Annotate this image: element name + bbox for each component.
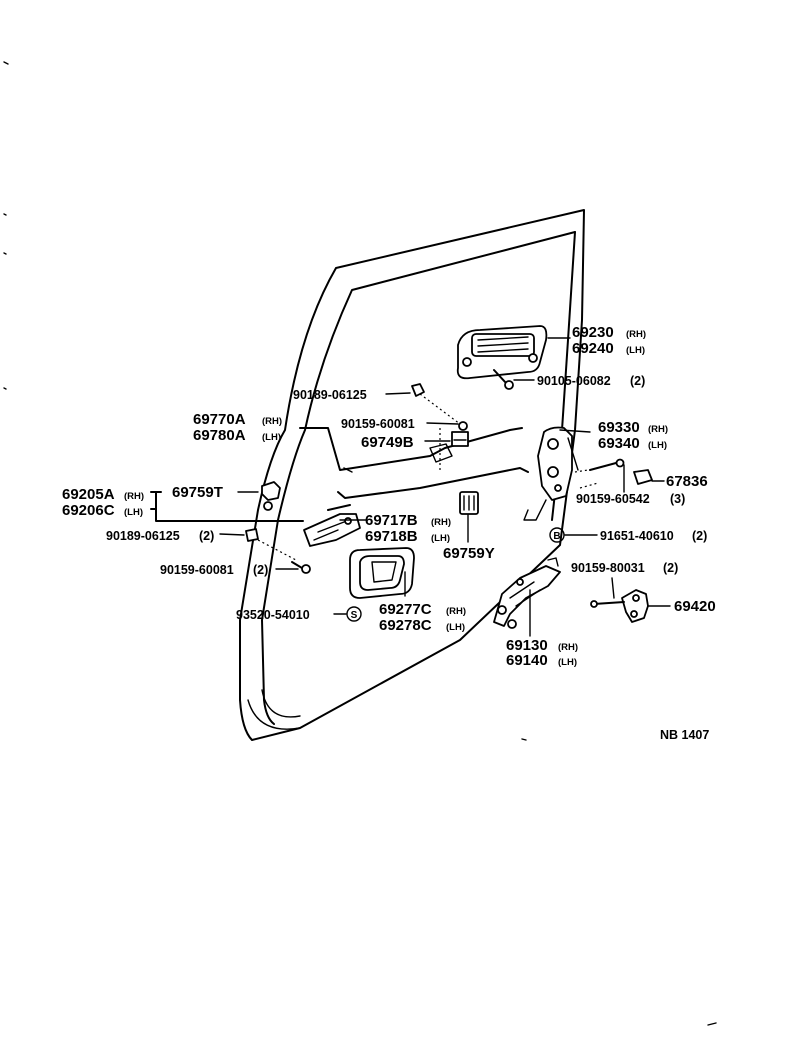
linkage-rods [299, 427, 529, 511]
label-90189-top: 90189-06125 [293, 388, 367, 402]
label-69240: 69240 [572, 340, 614, 357]
spring-67836 [633, 469, 653, 485]
striker-69420 [590, 589, 649, 623]
label-69759t: 69759T [172, 484, 223, 501]
label-69718b: 69718B [365, 528, 418, 545]
nut-90159-top [439, 421, 468, 470]
callout-69717: 69717B (RH) 69718B (LH) [365, 512, 451, 545]
label-69206c-side: (LH) [124, 507, 143, 518]
label-69206c: 69206C [62, 502, 115, 519]
callout-93520: 93520-54010 S [236, 608, 358, 622]
callout-69205: 69205A (RH) 69206C (LH) [62, 486, 144, 519]
label-69230: 69230 [572, 324, 614, 341]
callout-90159-80031: 90159-80031 (2) [571, 561, 678, 575]
callout-90159-60542: 90159-60542 (3) [576, 492, 685, 506]
label-90105: 90105-06082 [537, 374, 611, 388]
label-69330: 69330 [598, 419, 640, 436]
label-69140: 69140 [506, 652, 548, 669]
label-69749b: 69749B [361, 434, 414, 451]
label-69340: 69340 [598, 435, 640, 452]
callout-69759t: 69759T [172, 484, 223, 501]
label-93520: 93520-54010 [236, 608, 310, 622]
label-69770a: 69770A [193, 411, 246, 428]
screw-90159-60542 [574, 458, 625, 489]
label-69277c: 69277C [379, 601, 432, 618]
label-69130: 69130 [506, 637, 548, 654]
label-69717b-side: (RH) [431, 517, 451, 528]
label-69770a-side: (RH) [262, 416, 282, 427]
callout-90159-left: 90159-60081 (2) [160, 563, 268, 577]
callout-67836: 67836 [666, 473, 708, 490]
clip-90189-top [411, 383, 461, 425]
label-69140-side: (LH) [558, 657, 577, 668]
label-69278c-side: (LH) [446, 622, 465, 633]
door-lock-assembly [523, 426, 591, 521]
outside-handle-part [456, 325, 548, 380]
callout-69330: 69330 (RH) 69340 (LH) [598, 419, 668, 452]
label-90159-top: 90159-60081 [341, 417, 415, 431]
label-90159-80031: 90159-80031 [571, 561, 645, 575]
label-90159-60542-qty: (3) [670, 492, 685, 506]
symbol-b-circle [549, 527, 565, 543]
callout-69749b: 69749B [361, 434, 414, 451]
label-91651-qty: (2) [692, 529, 707, 543]
callout-69130: 69130 (RH) 69140 (LH) [506, 637, 578, 669]
label-90159-60542: 90159-60542 [576, 492, 650, 506]
callout-69420: 69420 [674, 598, 716, 615]
symbol-s-circle [346, 606, 362, 622]
inside-handle-part [349, 547, 415, 599]
label-69420: 69420 [674, 598, 716, 615]
label-69277c-side: (RH) [446, 606, 466, 617]
clip-69759y [459, 491, 479, 515]
label-69230-side: (RH) [626, 329, 646, 340]
screw-90105 [493, 369, 514, 390]
label-69130-side: (RH) [558, 642, 578, 653]
callout-91651: B 91651-40610 (2) [553, 529, 707, 543]
diagram-code: NB 1407 [660, 728, 709, 742]
label-69780a-side: (LH) [262, 432, 281, 443]
callout-90189-top: 90189-06125 [293, 388, 367, 402]
label-90189-left-qty: (2) [199, 529, 214, 543]
door-outline [239, 209, 585, 741]
lock-knob-69205 [261, 481, 281, 511]
callout-69759y: 69759Y [443, 545, 495, 562]
callout-90189-left: 90189-06125 (2) [106, 529, 214, 543]
inside-handle-bracket [303, 513, 361, 547]
label-90189-left: 90189-06125 [106, 529, 180, 543]
label-69780a: 69780A [193, 427, 246, 444]
label-69205a: 69205A [62, 486, 115, 503]
label-90105-qty: (2) [630, 374, 645, 388]
label-90159-80031-qty: (2) [663, 561, 678, 575]
label-69717b: 69717B [365, 512, 418, 529]
callout-90105: 90105-06082 (2) [537, 374, 645, 388]
label-69278c: 69278C [379, 617, 432, 634]
label-69759y: 69759Y [443, 545, 495, 562]
label-90159-left-qty: (2) [253, 563, 268, 577]
label-69205a-side: (RH) [124, 491, 144, 502]
callout-69230: 69230 (RH) 69240 (LH) [572, 324, 646, 357]
scan-marks [3, 61, 717, 1026]
label-90159-left: 90159-60081 [160, 563, 234, 577]
label-67836: 67836 [666, 473, 708, 490]
symbol-b: B [553, 531, 560, 542]
callout-90159-top: 90159-60081 [341, 417, 415, 431]
label-69240-side: (LH) [626, 345, 645, 356]
label-69340-side: (LH) [648, 440, 667, 451]
label-69718b-side: (LH) [431, 533, 450, 544]
callout-69277: 69277C (RH) 69278C (LH) [379, 601, 466, 634]
label-91651: 91651-40610 [600, 529, 674, 543]
clip-90189-left [245, 528, 297, 561]
label-69330-side: (RH) [648, 424, 668, 435]
remote-control-assembly [493, 557, 561, 629]
callout-69770: 69770A (RH) 69780A (LH) [193, 411, 282, 444]
symbol-s: S [351, 610, 358, 621]
screw-90159-left [291, 561, 311, 574]
